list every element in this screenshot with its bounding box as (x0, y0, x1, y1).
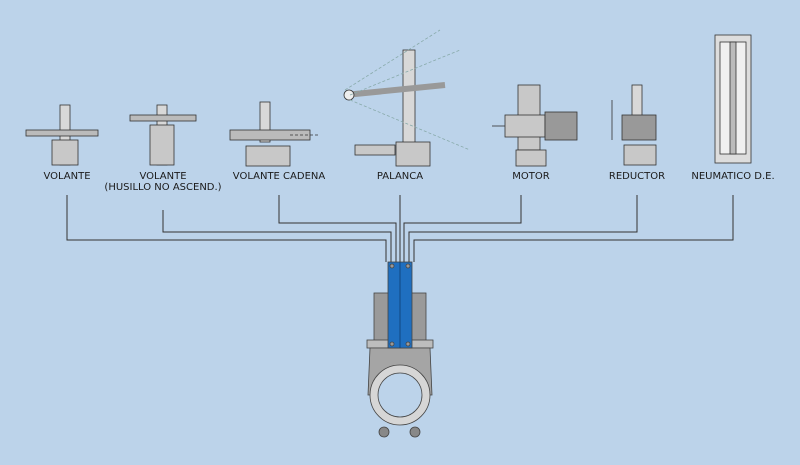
pneumatic-cylinder-icon (714, 34, 752, 164)
lever-icon (343, 29, 471, 167)
label-palanca: PALANCA (376, 171, 424, 182)
label-volante: VOLANTE (43, 171, 91, 182)
chainwheel-icon (229, 101, 318, 167)
label-motor: MOTOR (512, 171, 550, 182)
label-volante-husillo: VOLANTE (139, 171, 187, 182)
knife-gate-valve (366, 261, 434, 438)
label-neumatico: NEUMATICO D.E. (691, 171, 775, 182)
connector-lines (66, 195, 734, 262)
motor-icon (492, 84, 578, 167)
gearbox-icon (611, 84, 657, 166)
handwheel-icon (25, 104, 99, 166)
label-volante-husillo-sub: (HUSILLO NO ASCEND.) (104, 182, 222, 193)
handwheel-non-rising-icon (129, 104, 197, 166)
label-reductor: REDUCTOR (608, 171, 666, 182)
label-volante-cadena: VOLANTE CADENA (232, 171, 326, 182)
